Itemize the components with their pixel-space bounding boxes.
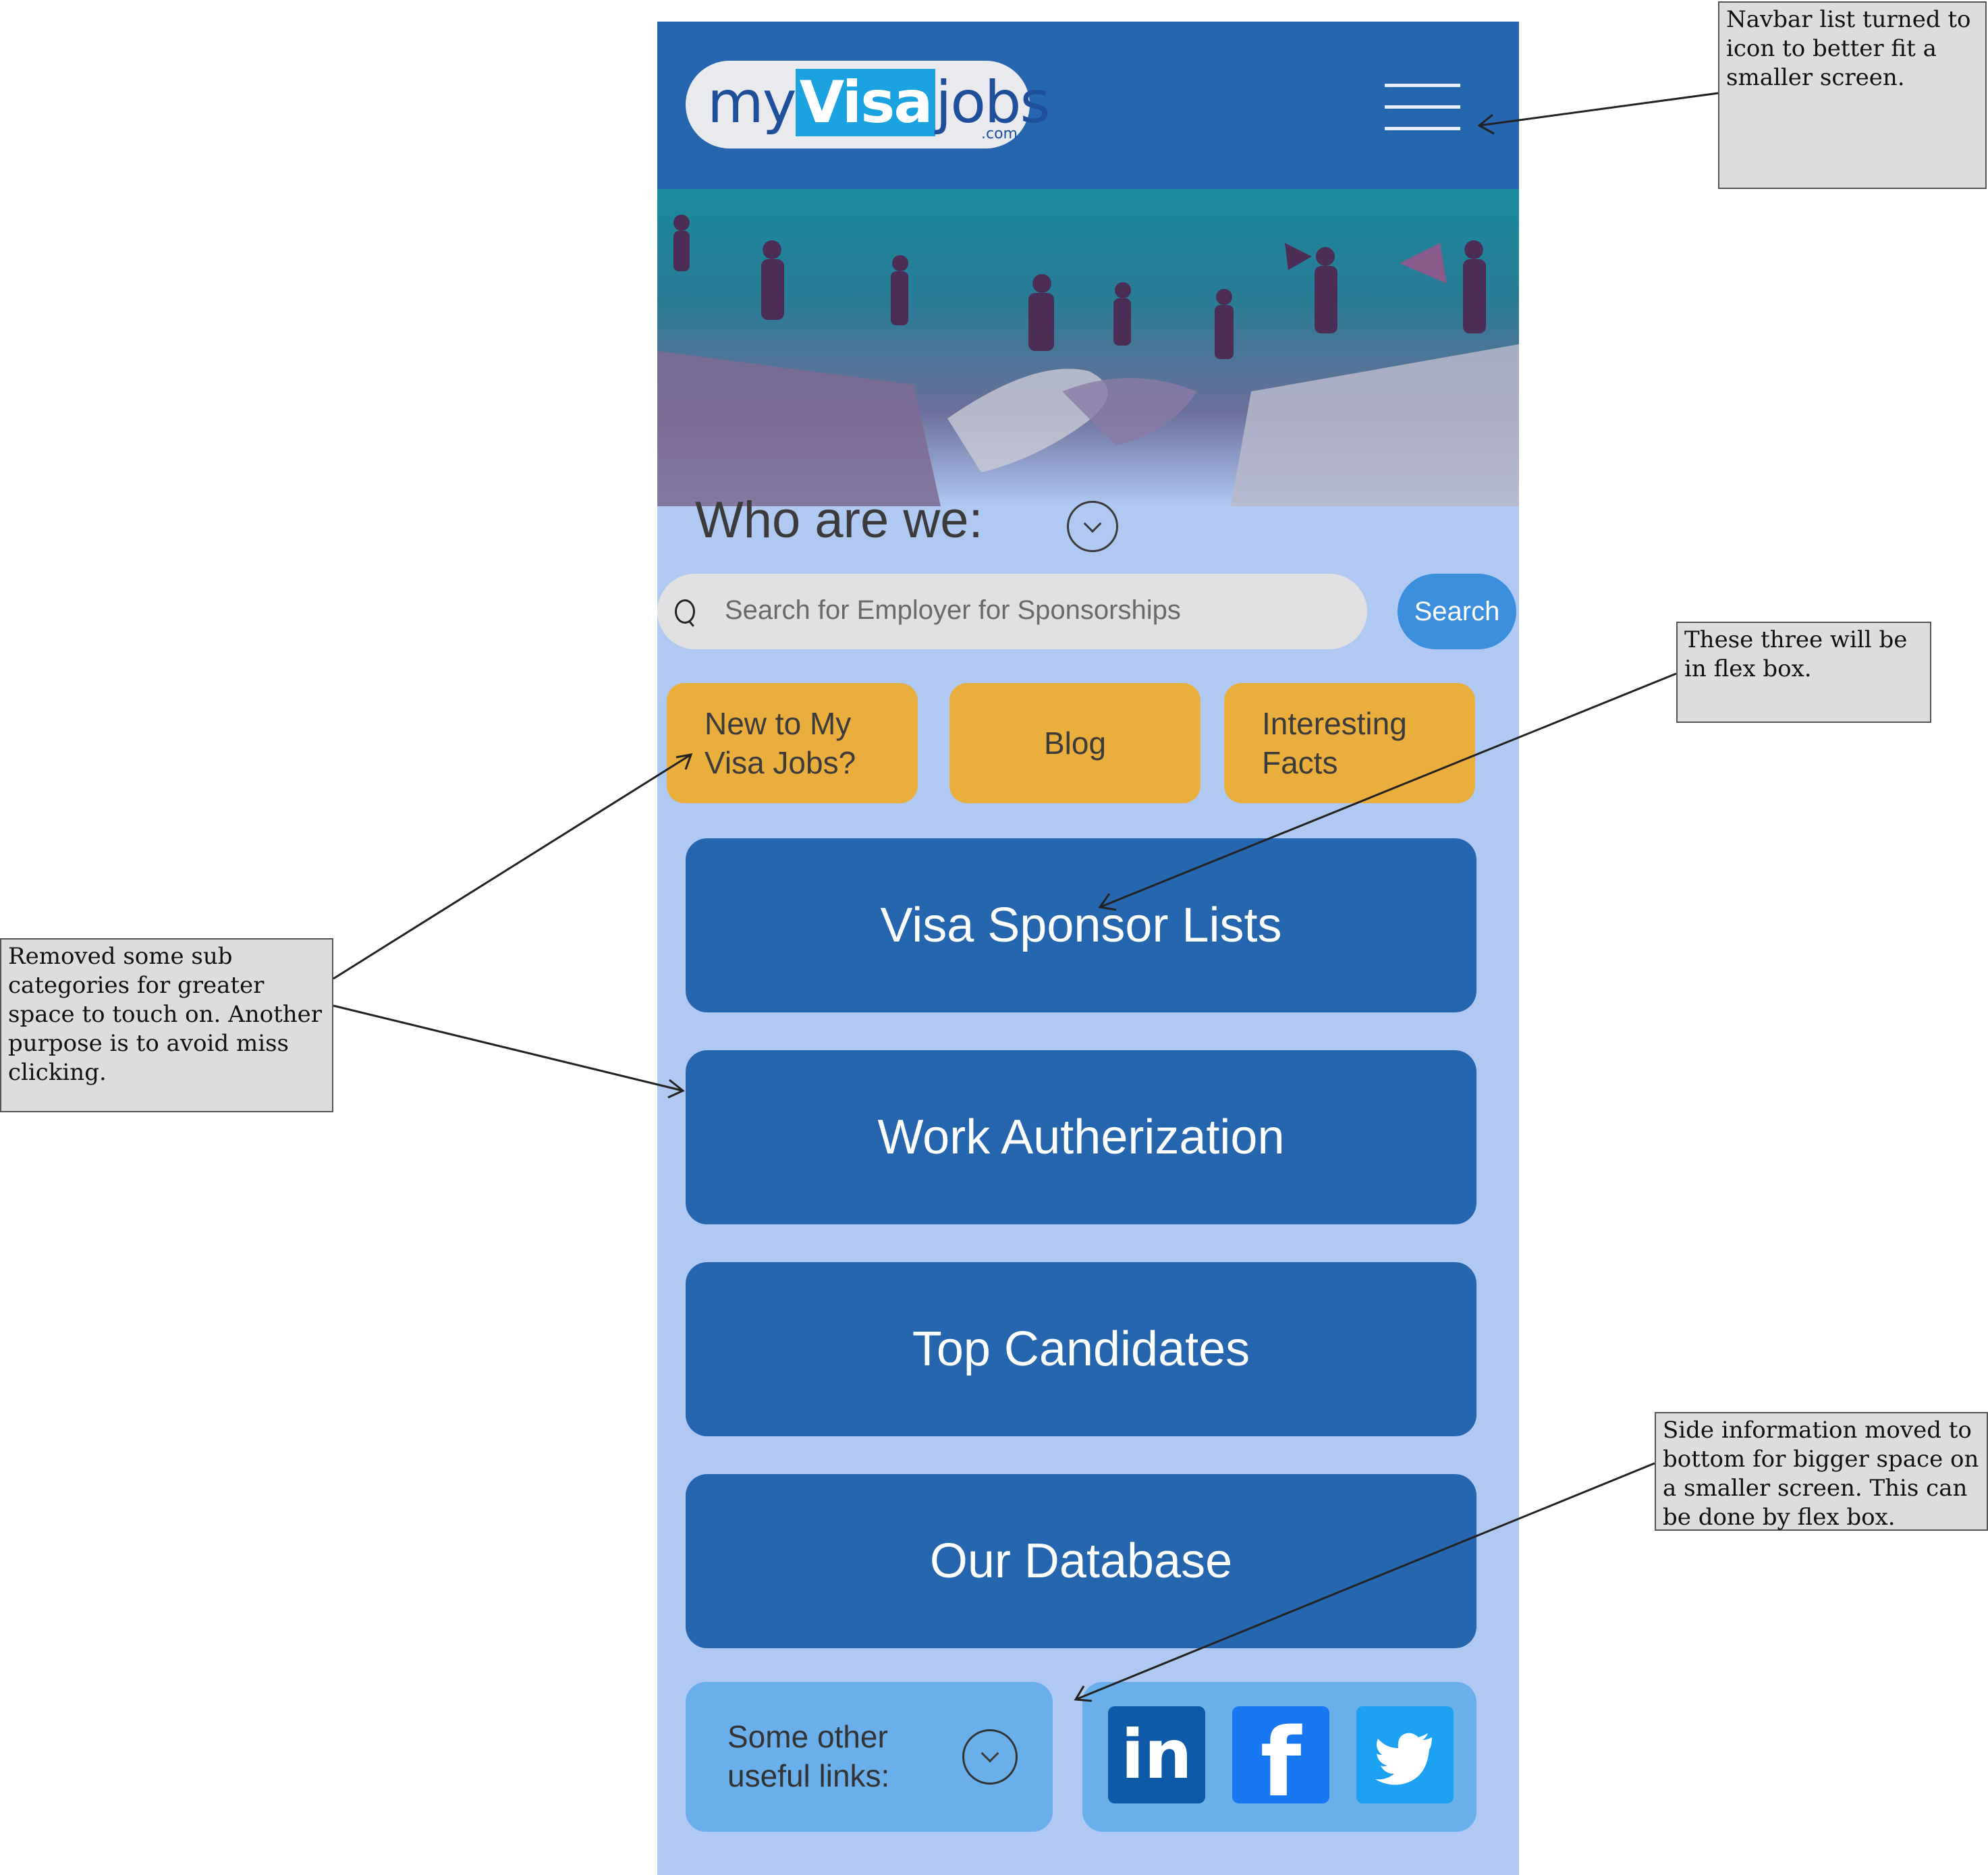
new-to-my-visa-jobs-button[interactable]: New to My Visa Jobs? [667, 683, 918, 803]
button-label: Interesting Facts [1262, 706, 1407, 780]
facebook-icon[interactable]: f [1232, 1706, 1329, 1818]
blog-button[interactable]: Blog [949, 683, 1200, 803]
work-authorization-button[interactable]: Work Autherization [686, 1050, 1476, 1224]
search-input[interactable]: Search for Employer for Sponsorships [657, 574, 1367, 649]
annotation-navbar: Navbar list turned to icon to better fit… [1718, 1, 1987, 189]
annotation-side-info: Side information moved to bottom for big… [1655, 1412, 1988, 1531]
useful-links-panel[interactable]: Some other useful links: [686, 1682, 1053, 1832]
hamburger-menu-icon[interactable] [1385, 84, 1460, 131]
useful-links-chevron-down-icon[interactable] [962, 1729, 1018, 1785]
annotation-flexbox: These three will be in flex box. [1676, 622, 1931, 723]
search-placeholder: Search for Employer for Sponsorships [725, 595, 1181, 625]
button-label: Blog [1043, 726, 1107, 761]
hero-illustration [657, 189, 1519, 506]
logo[interactable]: myVisajobs .com [686, 61, 1050, 148]
interesting-facts-button[interactable]: Interesting Facts [1224, 683, 1475, 803]
social-links-panel: in f [1082, 1682, 1476, 1832]
who-are-we-heading: Who are we: [695, 491, 983, 549]
navbar: myVisajobs .com [657, 22, 1519, 189]
button-label: New to My Visa Jobs? [705, 706, 856, 780]
logo-suffix: .com [981, 126, 1018, 142]
top-candidates-button[interactable]: Top Candidates [686, 1262, 1476, 1436]
search-button[interactable]: Search [1398, 574, 1516, 649]
twitter-icon[interactable] [1356, 1706, 1454, 1803]
linkedin-icon[interactable]: in [1108, 1706, 1205, 1803]
search-icon [675, 599, 695, 624]
our-database-button[interactable]: Our Database [686, 1474, 1476, 1648]
annotation-subcategories: Removed some sub categories for greater … [0, 938, 333, 1112]
logo-text: myVisajobs [707, 69, 1050, 136]
phone-mockup: myVisajobs .com [657, 22, 1519, 1875]
visa-sponsor-lists-button[interactable]: Visa Sponsor Lists [686, 838, 1476, 1012]
useful-links-label: Some other useful links: [727, 1719, 890, 1793]
who-are-we-chevron-down-icon[interactable] [1067, 501, 1118, 552]
